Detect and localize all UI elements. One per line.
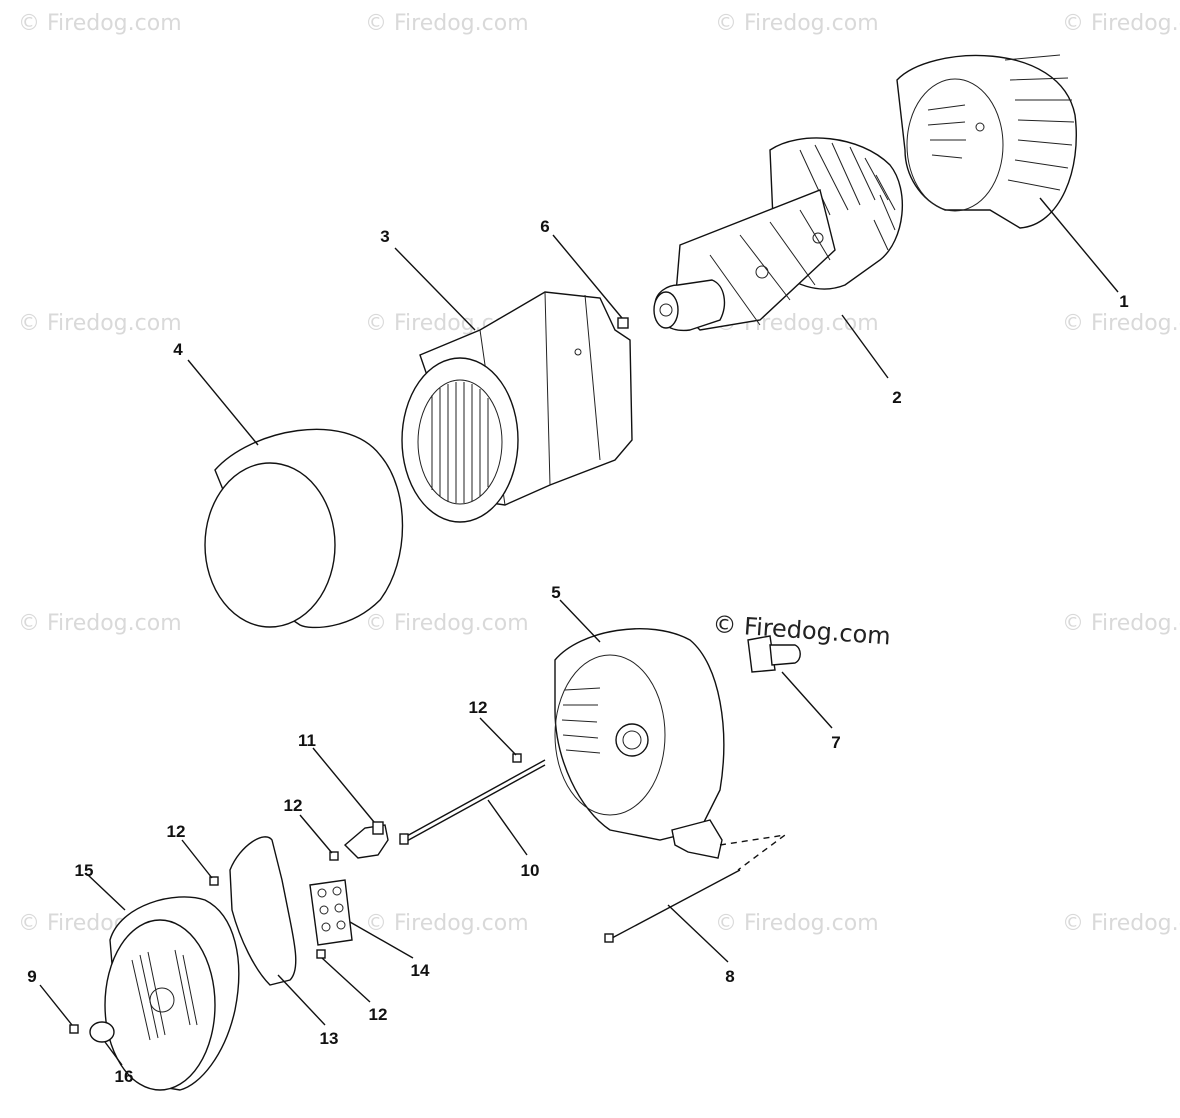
callout-14: 14 [411,961,430,980]
watermark: © Firedog.com [1062,11,1180,36]
callout-9: 9 [27,967,36,986]
callout-11: 11 [298,731,316,750]
watermark: © Firedog.com [365,611,529,636]
callout-12: 12 [469,698,488,717]
watermark: © Firedog.com [18,11,182,36]
callout-6: 6 [540,217,549,236]
watermark: © Firedog.com [1062,911,1180,936]
part-9-screw [69,1024,79,1034]
callout-15: 15 [75,861,94,880]
part-8-bolt [604,869,741,943]
part-13-cover-plate [229,836,297,986]
part-15-end-cover [104,896,240,1091]
callout-12: 12 [167,822,186,841]
watermark: © Firedog.com [715,911,879,936]
watermark: © Firedog.com [18,311,182,336]
callout-13: 13 [320,1029,339,1048]
part-7-bearing [747,635,801,673]
part-3-stator [401,291,633,523]
watermark-main: © Firedog.com [712,610,892,650]
part-6-screw [617,317,629,329]
watermark: © Firedog.com [18,611,182,636]
watermark: © Firedog.com [1062,311,1180,336]
part-8-alignment-dash [719,834,786,871]
callout-16: 16 [115,1067,134,1086]
part-5-end-bell [554,628,725,859]
watermark-layer: © Firedog.com © Firedog.com © Firedog.co… [18,11,1180,936]
callout-5: 5 [551,583,560,602]
part-2-rotor [653,137,903,332]
callout-12: 12 [369,1005,388,1024]
callout-4: 4 [173,340,183,359]
part-12-screw [329,851,339,861]
part-14-terminal-block [309,879,353,946]
part-11-brush-holder [343,821,389,859]
callout-10: 10 [521,861,540,880]
part-16-plug [89,1021,115,1043]
part-10-rod [399,759,546,845]
part-12-screw [316,949,326,959]
callout-1: 1 [1119,292,1128,311]
part-4-cover [204,428,404,629]
callout-12: 12 [284,796,303,815]
watermark: © Firedog.com [365,11,529,36]
callout-7: 7 [831,733,840,752]
part-12-screw [512,753,522,763]
callout-labels: 1 2 3 4 5 6 7 8 9 10 11 12 12 12 12 13 1… [27,217,1128,1086]
watermark: © Firedog.com [715,11,879,36]
callout-2: 2 [892,388,901,407]
watermark: © Firedog.com [365,911,529,936]
part-1-housing [896,54,1077,229]
leader-lines [39,197,1119,1066]
part-12-screw [209,876,219,886]
callout-8: 8 [725,967,734,986]
watermark: © Firedog.com [1062,611,1180,636]
callout-3: 3 [380,227,389,246]
